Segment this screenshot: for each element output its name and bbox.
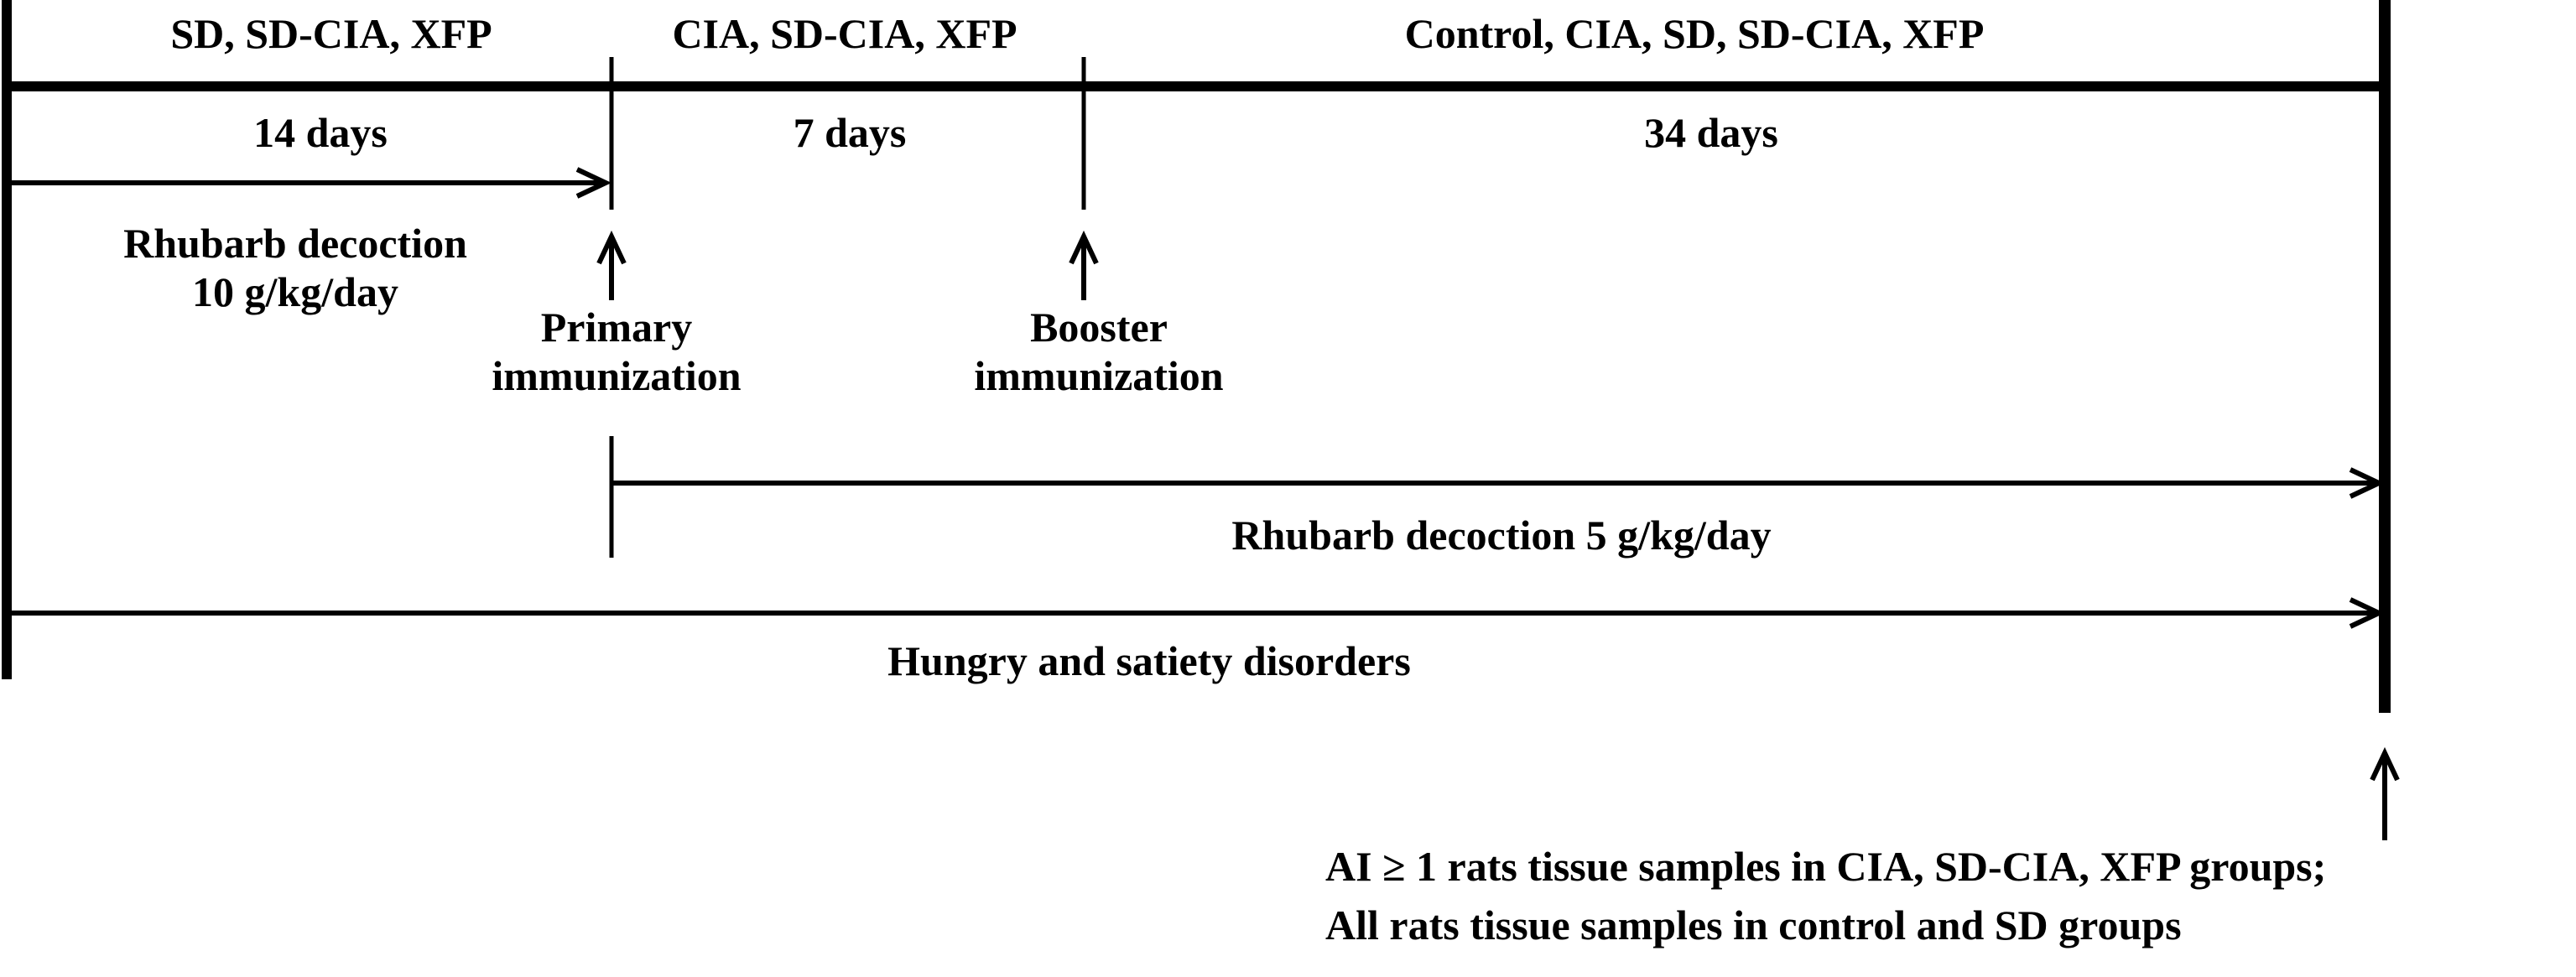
sampling-line2: All rats tissue samples in control and S… xyxy=(1325,901,2182,948)
primary-immunization-label: Primary immunization xyxy=(492,304,741,400)
booster-immunization-label: Booster immunization xyxy=(974,304,1223,400)
sampling-line1: AI ≥ 1 rats tissue samples in CIA, SD-CI… xyxy=(1325,843,2327,890)
sampling-arrowhead xyxy=(2370,746,2400,782)
hunger-disorder-arrowhead xyxy=(2349,597,2386,629)
rhubarb-high-dose-line2: 10 g/kg/day xyxy=(192,268,398,315)
phase3-duration-label: 34 days xyxy=(1644,109,1778,156)
booster-immunization-arrowhead xyxy=(1069,230,1099,265)
phase2-groups-label: CIA, SD-CIA, XFP xyxy=(672,10,1017,57)
primary-immunization-line2: immunization xyxy=(492,351,742,399)
rhubarb-low-dose-label: Rhubarb decoction 5 g/kg/day xyxy=(1231,512,1772,559)
phase3-groups-label: Control, CIA, SD, SD-CIA, XFP xyxy=(1404,10,1985,57)
rhubarb-high-dose-arrowhead xyxy=(575,167,612,199)
phase2-duration-label: 7 days xyxy=(793,109,907,156)
hunger-disorder-label: Hungry and satiety disorders xyxy=(887,637,1411,684)
phase1-duration-label: 14 days xyxy=(253,109,388,156)
rhubarb-high-dose-line1: Rhubarb decoction xyxy=(123,220,467,267)
booster-immunization-line1: Booster xyxy=(1030,304,1168,351)
primary-immunization-arrowhead xyxy=(596,230,627,265)
phase1-groups-label: SD, SD-CIA, XFP xyxy=(170,10,492,57)
booster-immunization-line2: immunization xyxy=(974,351,1224,399)
rhubarb-high-dose-label: Rhubarb decoction 10 g/kg/day xyxy=(123,220,467,316)
sampling-label: AI ≥ 1 rats tissue samples in CIA, SD-CI… xyxy=(1325,843,2326,949)
rhubarb-low-dose-arrowhead xyxy=(2349,467,2386,499)
primary-immunization-line1: Primary xyxy=(540,304,693,351)
